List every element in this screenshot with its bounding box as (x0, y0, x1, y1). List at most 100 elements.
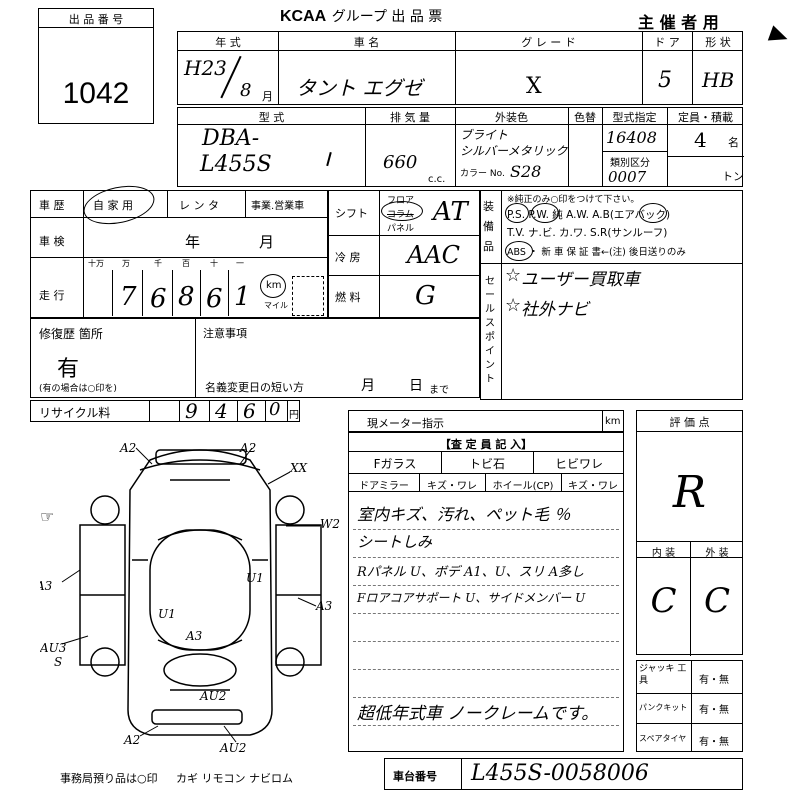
vin-value: L455S-0058006 (471, 761, 649, 786)
lot-label: 出 品 番 号 (68, 13, 124, 26)
month-value: 8 (240, 80, 252, 101)
ton-unit: トン (722, 170, 744, 183)
jack-label: ジャッキ 工 具 (639, 664, 687, 686)
exterior-label: 外 装 (705, 548, 729, 559)
col-wheel: ホイール(CP) (492, 481, 554, 492)
recycle-digit-2: 4 (215, 399, 228, 423)
car-diagram: A2 A2 XX W2 A3 A3 AU3 S U1 U1 A3 AU2 A2 … (40, 441, 340, 755)
recycle-table: リサイクル料 9 4 6 0 円 (30, 399, 300, 423)
pw-circle (531, 203, 559, 223)
col-chip: トビ石 (468, 457, 505, 471)
color-value-2: シルバーメタリック (460, 144, 568, 158)
shift-panel: パネル (387, 224, 415, 234)
puncture-label: パンクキット (639, 703, 688, 712)
organizer-label: 主 催 者 用 (638, 13, 719, 32)
mile-label: マイル (264, 301, 288, 310)
mark-u1-b: U1 (246, 571, 264, 585)
vin-label: 車台番号 (393, 770, 437, 783)
history-table: 車 歴 自 家 用 レ ン タ 事業.営業車 車 検 年 月 走 行 (30, 179, 328, 318)
mark-xx: XX (289, 461, 308, 475)
equipment-table: 装 備 品 ※純正のみ○印をつけて下さい。 P.S. P.W. 純 A.W. A… (480, 190, 743, 400)
mark-s: S (54, 655, 62, 669)
office-items: カギ リモコン ナビロム (176, 772, 293, 785)
color-value-1: ブライト (460, 128, 509, 142)
name-value: タント エグゼ (296, 76, 423, 100)
office-note: 事務局預り品は○印 (60, 772, 158, 785)
mark-au2-b: AU2 (219, 741, 246, 755)
disp-unit: c.c. (428, 174, 446, 185)
spec-label: 型式指定 (612, 111, 657, 124)
comment-4: Fロアコアサポート U、サイドメンバー U (357, 591, 586, 605)
sales-point-line1: ユーザー買取車 (521, 270, 640, 290)
model-label: 型 式 (258, 111, 285, 124)
repair-label: 修復歴 箇所 (39, 327, 103, 341)
front-left-wheel (90, 495, 120, 525)
meter-table: 現メーター指示 km (348, 410, 624, 432)
notes-label: 注意事項 (203, 327, 247, 340)
mark-a2-2: A2 (239, 441, 256, 455)
own-circle (80, 179, 158, 231)
color-no-label: カラー No. (460, 169, 505, 179)
class-value: 0007 (608, 168, 647, 186)
row1-table: 年 式 車 名 グ レ ー ド ド ア 形 状 H23 8 月 タント エグゼ … (177, 31, 743, 105)
digit-label-1: 一 (236, 259, 244, 268)
sales-point-label: セールスポイント (485, 276, 495, 385)
inspection-year-unit: 年 (185, 233, 201, 251)
deadline-day: 日 (409, 378, 423, 394)
doors-value: 5 (658, 68, 672, 93)
recycle-unit: 円 (289, 410, 299, 421)
km-circle (260, 274, 286, 298)
spare-label: スペアタイヤ (639, 734, 687, 743)
comment-1: 室内キズ、汚れ、ペット毛 ％ (357, 505, 571, 524)
mileage-digit-3: 6 (150, 284, 167, 314)
digit-label-10k: 万 (122, 259, 130, 268)
history-own: 自 家 用 (93, 199, 133, 212)
mark-u1-a: U1 (158, 607, 176, 621)
history-business: 事業.営業車 (251, 201, 305, 212)
digit-label-10: 十 (210, 259, 218, 268)
mileage-digit-4: 8 (178, 282, 195, 312)
history-label: 車 歴 (39, 199, 65, 212)
mark-au3: AU3 (40, 641, 67, 655)
disp-label: 排 気 量 (390, 111, 430, 124)
color-no-value: S28 (510, 162, 542, 181)
interior-value: C (650, 581, 677, 621)
meter-label: 現メーター指示 (367, 417, 444, 430)
class-label: 類別区分 (610, 158, 650, 169)
comment-2: シートしみ (357, 533, 433, 551)
cap-unit: 名 (728, 136, 739, 149)
inspector-header: 【査 定 員 記 入】 (439, 438, 533, 451)
recycle-digit-1: 9 (185, 399, 198, 423)
name-label: 車 名 (353, 36, 380, 49)
shape-label: 形 状 (705, 36, 731, 49)
shape-value: HB (702, 68, 735, 92)
grade-value: X (526, 74, 542, 99)
digit-label-100k: 十万 (88, 259, 104, 268)
tools-table: ジャッキ 工 具 有・無 パンクキット 有・無 スペアタイヤ 有・無 (636, 660, 743, 752)
star-icon: ☆ (505, 265, 522, 286)
hand-pointer-icon: ☞ (40, 507, 54, 526)
mark-a3-center: A3 (185, 629, 203, 643)
comment-3: Rパネル U、ボデ A1、U、スリ A多し (357, 565, 585, 580)
col-wheel-damage: キズ・ワレ (568, 481, 618, 492)
score-value: R (672, 467, 707, 518)
mark-au2-a: AU2 (199, 689, 226, 703)
front-right-wheel (275, 495, 305, 525)
year-value: H23 (184, 56, 227, 80)
row2-table: 型 式 排 気 量 外装色 色替 型式指定 定員・積載 DBA- L455S 6… (177, 107, 744, 187)
rear-right-wheel (275, 647, 305, 677)
month-unit: 月 (262, 90, 273, 103)
sales-point-line2: 社外ナビ (521, 300, 589, 320)
year-label: 年 式 (215, 36, 241, 49)
star-icon-2: ☆ (505, 295, 522, 316)
score-label: 評 価 点 (669, 416, 710, 429)
inspection-label: 車 検 (39, 235, 65, 248)
org-title: KCAA グループ 出 品 票 (280, 6, 442, 26)
interior-label: 内 装 (651, 548, 676, 559)
meter-unit: km (605, 416, 621, 427)
corner-mark-icon (767, 25, 791, 47)
comment-5: 超低年式車 ノークレームです。 (357, 704, 599, 724)
recycle-digit-4: 0 (269, 399, 281, 420)
lot-number: 1042 (62, 77, 130, 110)
mark-a3-right: A3 (315, 599, 333, 613)
